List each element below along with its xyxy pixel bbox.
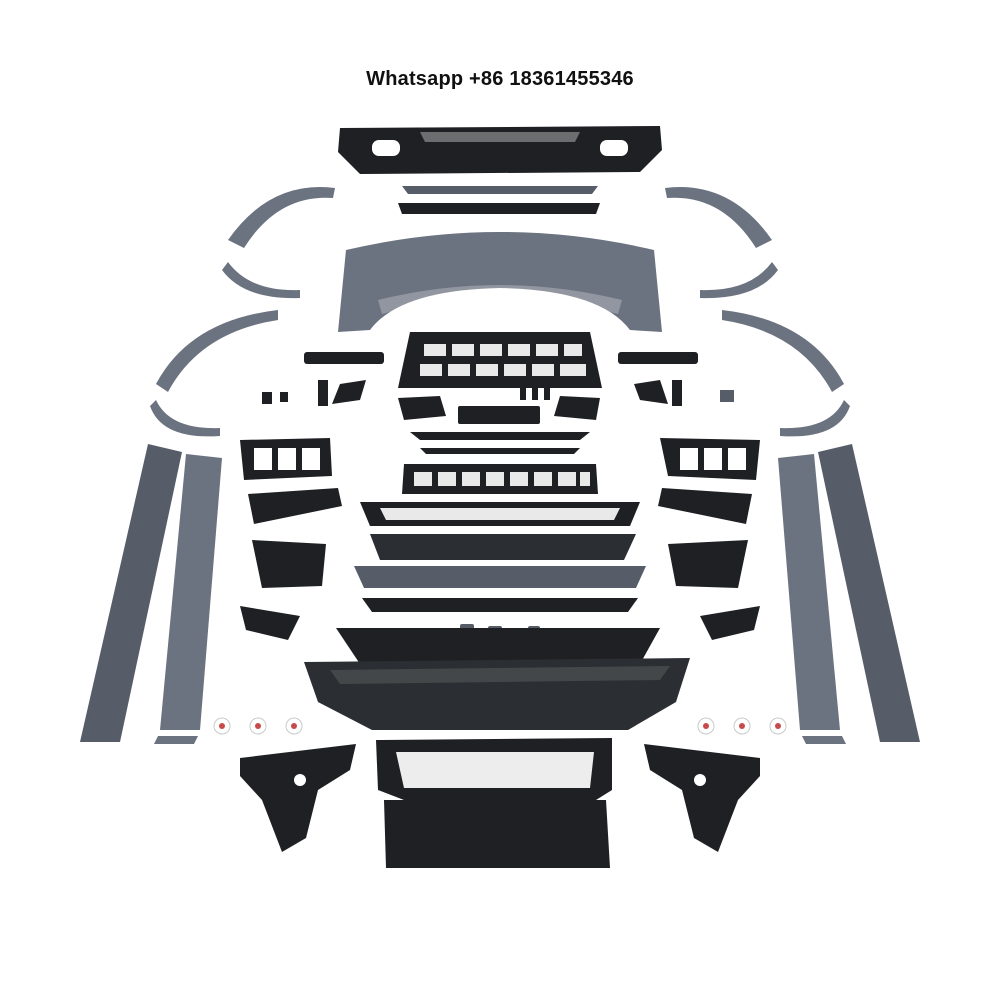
- left-lower-vent: [398, 396, 446, 420]
- small-clip-parts: [262, 380, 734, 406]
- left-grille-bracket: [304, 352, 384, 364]
- left-intake-duct: [252, 540, 326, 588]
- whatsapp-contact-caption: Whatsapp +86 18361455346: [366, 68, 634, 90]
- center-license-plate-plate: [458, 406, 540, 424]
- front-lower-spoiler: [304, 658, 690, 730]
- right-fog-surround: [634, 380, 668, 404]
- center-lip-3: [362, 598, 638, 612]
- front-grille: [398, 332, 602, 388]
- left-side-skirt-inner: [154, 454, 222, 744]
- center-lip-1: [370, 534, 636, 560]
- front-lower-splitter-frame: [360, 502, 640, 526]
- upper-trim-strip: [410, 432, 590, 454]
- right-intake-duct: [668, 540, 748, 588]
- right-side-skirt-outer: [818, 444, 920, 742]
- right-lower-vent: [554, 396, 600, 420]
- left-side-skirt-outer: [80, 444, 182, 742]
- right-lower-bracket: [700, 606, 760, 640]
- right-side-skirt-inner: [778, 454, 846, 744]
- left-bottom-support-bracket: [240, 744, 356, 852]
- underbody-air-duct: [376, 738, 612, 868]
- left-side-intake-frame: [240, 438, 332, 480]
- front-lower-lip: [336, 628, 660, 664]
- right-bottom-support-bracket: [644, 744, 760, 852]
- lower-center-grille: [402, 464, 598, 494]
- emblem-stickers-left: [213, 717, 303, 735]
- left-upper-fender-flare: [222, 187, 335, 299]
- center-lip-2: [354, 566, 646, 588]
- rear-diffuser: [338, 126, 662, 174]
- right-side-scoop: [658, 488, 752, 524]
- left-side-scoop: [248, 488, 342, 524]
- left-fog-surround: [332, 380, 366, 404]
- right-grille-bracket: [618, 352, 698, 364]
- rear-mesh-strip: [402, 186, 598, 194]
- rear-trim-strip: [398, 203, 600, 214]
- right-upper-fender-flare: [665, 187, 778, 299]
- left-mid-fender-flare: [150, 310, 278, 437]
- emblem-stickers-right: [697, 717, 787, 735]
- left-lower-bracket: [240, 606, 300, 640]
- front-bumper-cover: [338, 232, 662, 332]
- right-side-intake-frame: [660, 438, 760, 480]
- right-mid-fender-flare: [722, 310, 850, 437]
